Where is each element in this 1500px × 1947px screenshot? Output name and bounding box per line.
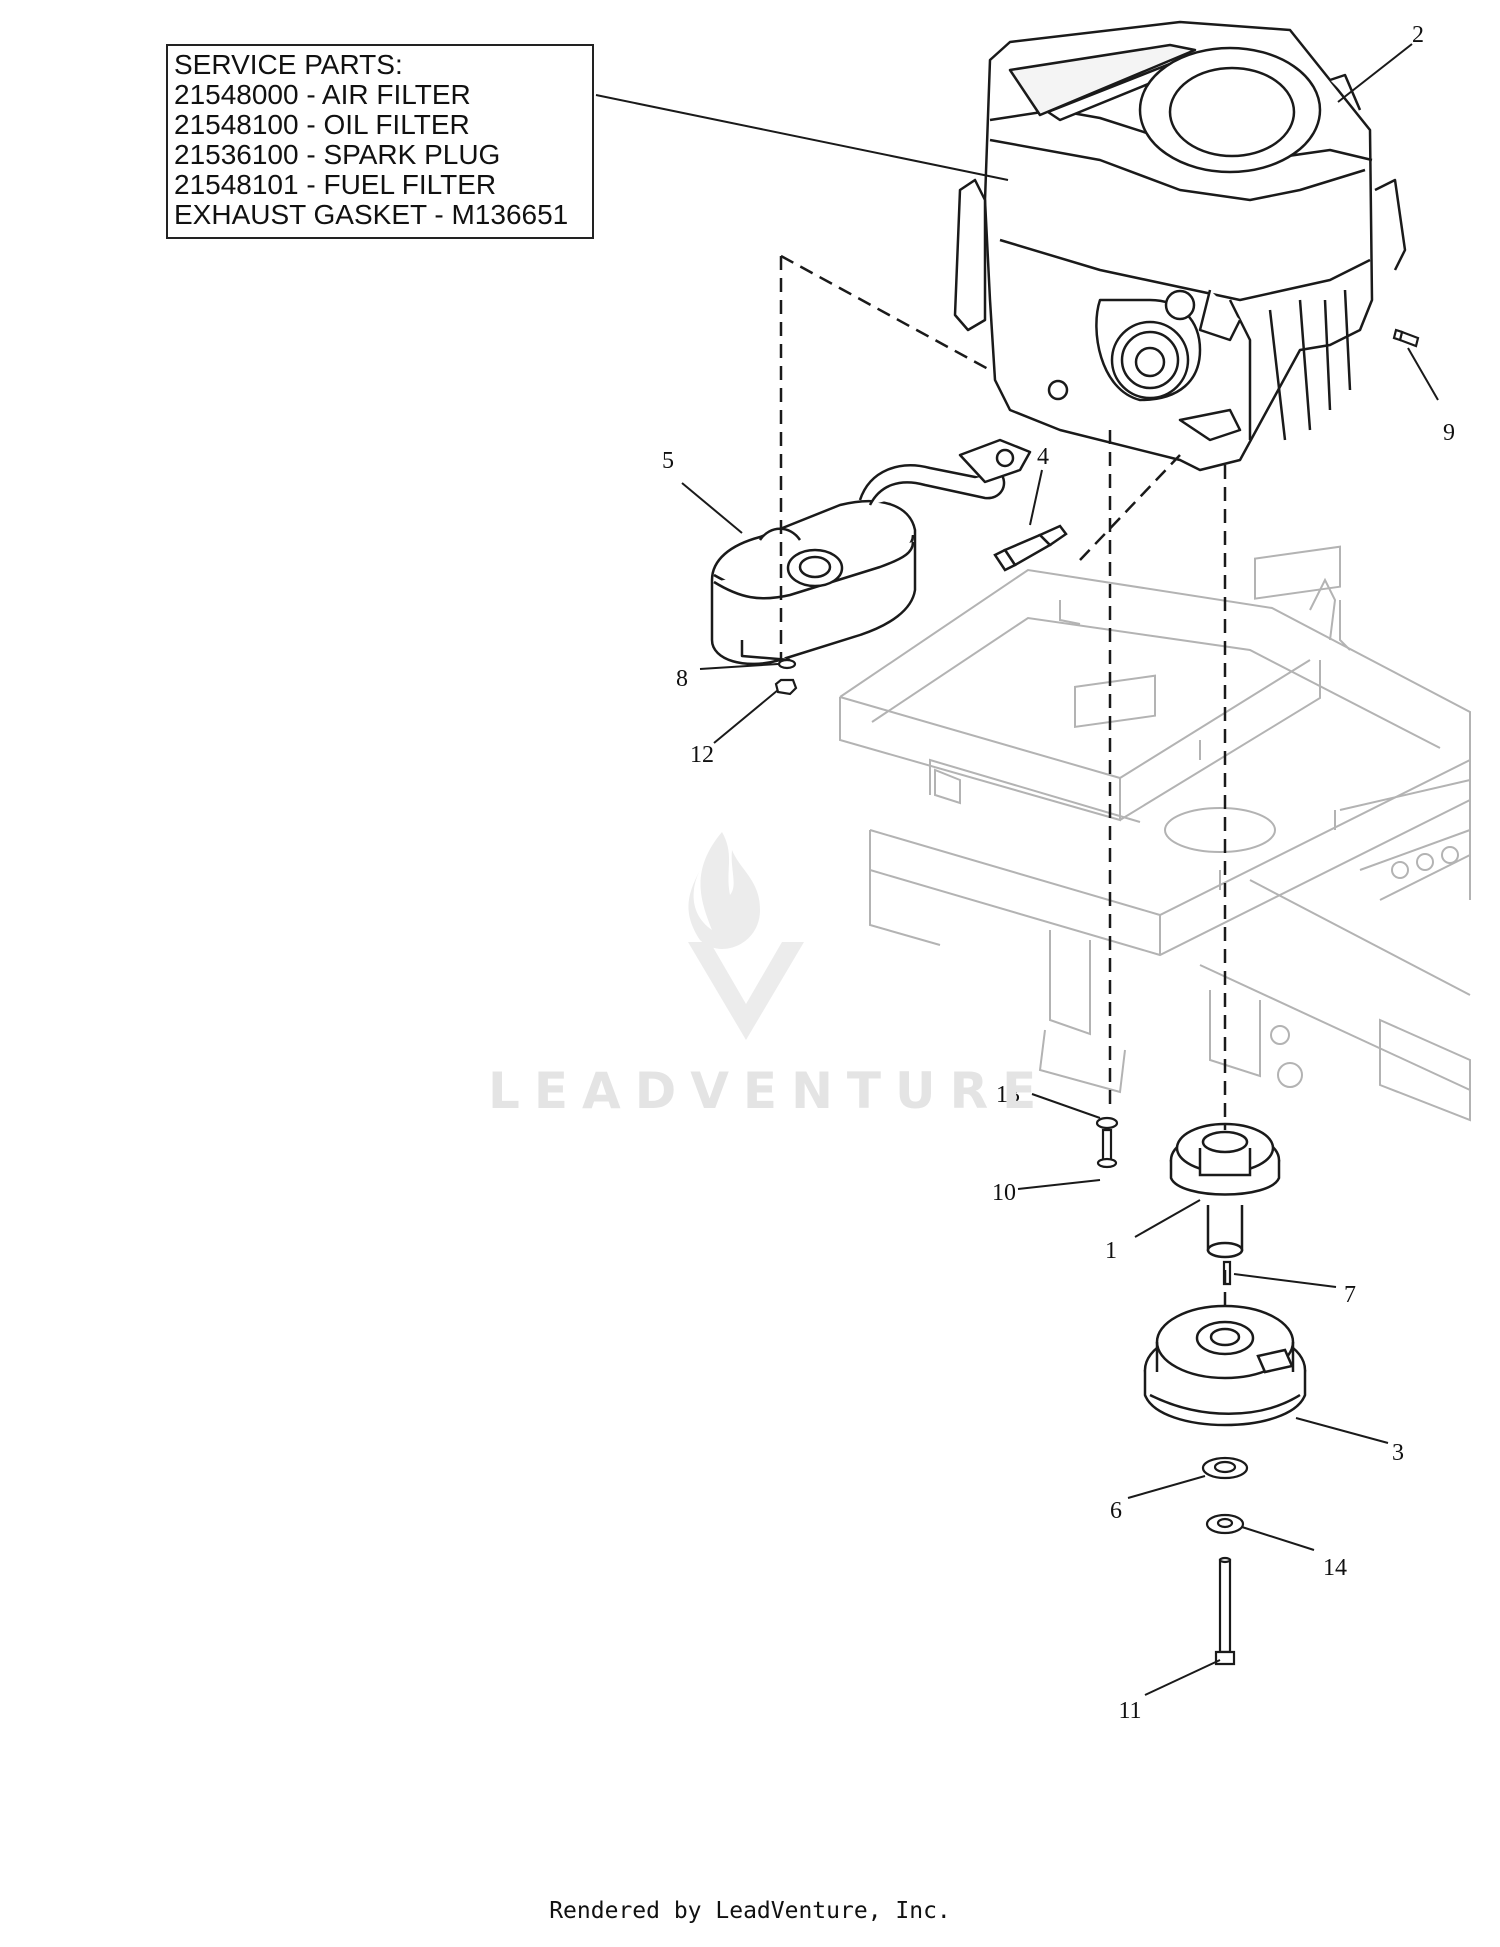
callout-4: 4 (1037, 444, 1049, 470)
callout-2: 2 (1412, 22, 1424, 48)
callout-labels: 1 2 3 4 5 6 7 8 9 10 11 12 13 14 (662, 22, 1455, 1724)
service-part-exhaust-gasket: EXHAUST GASKET - M136651 (174, 199, 569, 230)
callout-5: 5 (662, 448, 674, 474)
leader-lines (595, 43, 1439, 1696)
watermark-text: LEADVENTURE (488, 1062, 1051, 1120)
engine (953, 20, 1407, 472)
callout-8: 8 (676, 666, 688, 692)
callout-14: 14 (1323, 1555, 1347, 1581)
service-part-air-filter: 21548000 - AIR FILTER (174, 79, 471, 110)
engine-pulley (1169, 1122, 1281, 1259)
mower-chassis-frame (839, 545, 1471, 1122)
service-parts-box: SERVICE PARTS: 21548000 - AIR FILTER 215… (166, 44, 594, 239)
service-parts-heading: SERVICE PARTS: (174, 49, 403, 80)
spark-plug (993, 524, 1068, 572)
leadventure-logo-watermark (688, 832, 804, 1040)
callout-1: 1 (1105, 1238, 1117, 1264)
electric-clutch (1143, 1304, 1307, 1427)
callout-9: 9 (1443, 420, 1455, 446)
callout-13: 13 (996, 1082, 1020, 1108)
callout-11: 11 (1118, 1698, 1141, 1724)
service-part-spark-plug: 21536100 - SPARK PLUG (174, 139, 501, 170)
callout-7: 7 (1344, 1282, 1356, 1308)
callout-10: 10 (992, 1180, 1016, 1206)
callout-6: 6 (1110, 1498, 1122, 1524)
callout-3: 3 (1392, 1440, 1404, 1466)
callout-12: 12 (690, 742, 714, 768)
service-part-oil-filter: 21548100 - OIL FILTER (174, 109, 470, 140)
service-part-fuel-filter: 21548101 - FUEL FILTER (174, 169, 497, 200)
muffler (710, 438, 1032, 666)
small-hardware (774, 328, 1420, 1666)
assembly-guide-lines (779, 254, 1227, 1310)
footer-credit: Rendered by LeadVenture, Inc. (549, 1898, 951, 1924)
